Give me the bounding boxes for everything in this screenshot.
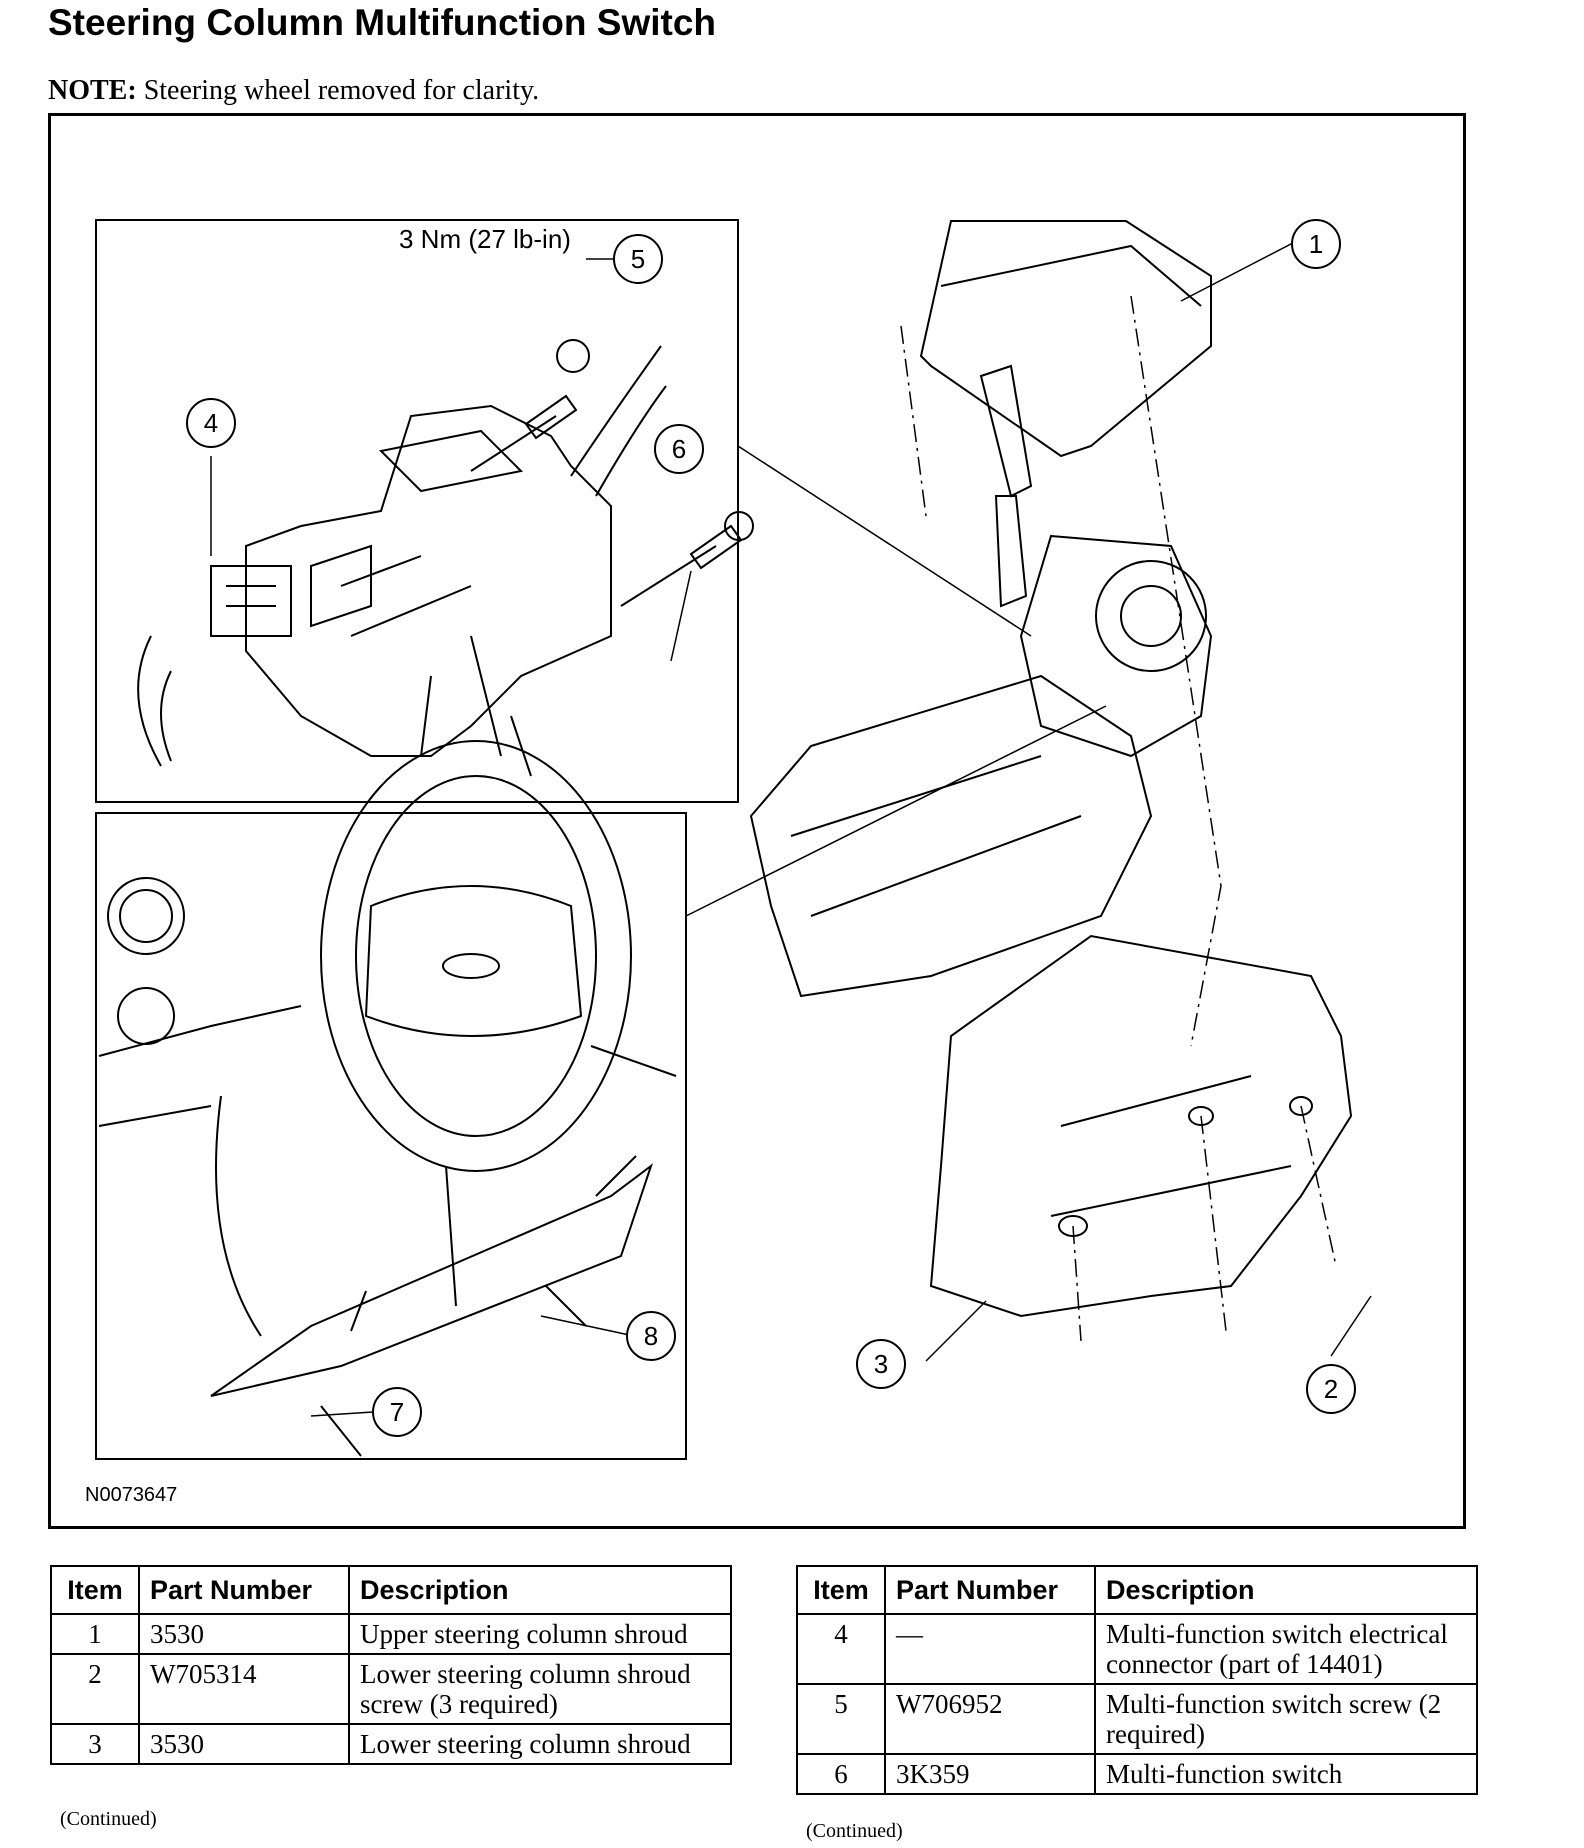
- callout-bubble-6: [654, 424, 704, 474]
- item-cell: 4: [796, 1613, 886, 1685]
- callout-bubble-3: [856, 1339, 906, 1389]
- inset-leader-lines: [685, 445, 1107, 917]
- table-header-row: Item Part Number Description: [50, 1565, 732, 1615]
- part-number-cell: W706952: [884, 1683, 1096, 1755]
- header-part-number: Part Number: [138, 1565, 350, 1615]
- description-cell: Lower steering column shroud screw (3 re…: [348, 1653, 732, 1725]
- page-title: Steering Column Multifunction Switch: [48, 2, 717, 43]
- callout-bubble-1: [1291, 219, 1341, 269]
- part-number-cell: 3530: [138, 1723, 350, 1765]
- callout-8: 8: [644, 1321, 658, 1351]
- item-cell: 1: [50, 1613, 140, 1655]
- continued-note-2: (Continued): [806, 1820, 903, 1842]
- header-part-number: Part Number: [884, 1565, 1096, 1615]
- continued-note-1: (Continued): [60, 1808, 157, 1830]
- callout-5: 5: [631, 244, 645, 274]
- table-row: 5 W706952 Multi-function switch screw (2…: [796, 1683, 1478, 1755]
- description-cell: Multi-function switch screw (2 required): [1094, 1683, 1478, 1755]
- exploded-view-drawing: [95, 219, 1372, 1460]
- note-label: NOTE:: [48, 75, 137, 106]
- callout-2: 2: [1324, 1374, 1338, 1404]
- torque-label: 3 Nm (27 lb-in): [399, 224, 571, 254]
- item-cell: 3: [50, 1723, 140, 1765]
- part-number-cell: —: [884, 1613, 1096, 1685]
- description-cell: Upper steering column shroud: [348, 1613, 732, 1655]
- part-number-cell: W705314: [138, 1653, 350, 1725]
- exploded-view-figure: 3 Nm (27 lb-in) 1 2 3 4 5 6 7 8 N0073647: [48, 113, 1466, 1529]
- table-row: 3 3530 Lower steering column shroud: [50, 1723, 732, 1765]
- item-cell: 2: [50, 1653, 140, 1725]
- callout-4: 4: [204, 408, 218, 438]
- description-cell: Multi-function switch electrical connect…: [1094, 1613, 1478, 1685]
- table-row: 2 W705314 Lower steering column shroud s…: [50, 1653, 732, 1725]
- callout-6: 6: [672, 434, 686, 464]
- assembly-center-lines: [900, 295, 1337, 1342]
- callout-bubble-8: [626, 1311, 676, 1361]
- description-cell: Multi-function switch: [1094, 1753, 1478, 1795]
- description-cell: Lower steering column shroud: [348, 1723, 732, 1765]
- callout-3: 3: [874, 1349, 888, 1379]
- inset-switch-detail: [95, 219, 739, 803]
- header-item: Item: [796, 1565, 886, 1615]
- dash-closeup-art: [98, 740, 677, 1457]
- header-description: Description: [1094, 1565, 1478, 1615]
- header-item: Item: [50, 1565, 140, 1615]
- switch-closeup-art: [137, 339, 754, 777]
- callout-bubble-5: [613, 234, 663, 284]
- callout-bubble-4: [186, 398, 236, 448]
- main-exploded-art: [749, 220, 1353, 1318]
- figure-id: N0073647: [85, 1484, 178, 1506]
- callout-7: 7: [390, 1397, 404, 1427]
- callout-1: 1: [1309, 229, 1323, 259]
- inset-dash-detail: [95, 812, 687, 1460]
- item-cell: 6: [796, 1753, 886, 1795]
- table-row: 1 3530 Upper steering column shroud: [50, 1613, 732, 1655]
- note-text: Steering wheel removed for clarity.: [136, 75, 540, 106]
- callout-bubble-2: [1306, 1364, 1356, 1414]
- part-number-cell: 3530: [138, 1613, 350, 1655]
- parts-table-2: Item Part Number Description 4 — Multi-f…: [796, 1565, 1478, 1795]
- callout-bubbles: 1 2 3 4 5 6 7 8: [186, 219, 1356, 1437]
- parts-table-1: Item Part Number Description 1 3530 Uppe…: [50, 1565, 732, 1765]
- table-row: 4 — Multi-function switch electrical con…: [796, 1613, 1478, 1685]
- table-header-row: Item Part Number Description: [796, 1565, 1478, 1615]
- part-number-cell: 3K359: [884, 1753, 1096, 1795]
- header-description: Description: [348, 1565, 732, 1615]
- table-row: 6 3K359 Multi-function switch: [796, 1753, 1478, 1795]
- note: NOTE: Steering wheel removed for clarity…: [48, 75, 539, 107]
- item-cell: 5: [796, 1683, 886, 1755]
